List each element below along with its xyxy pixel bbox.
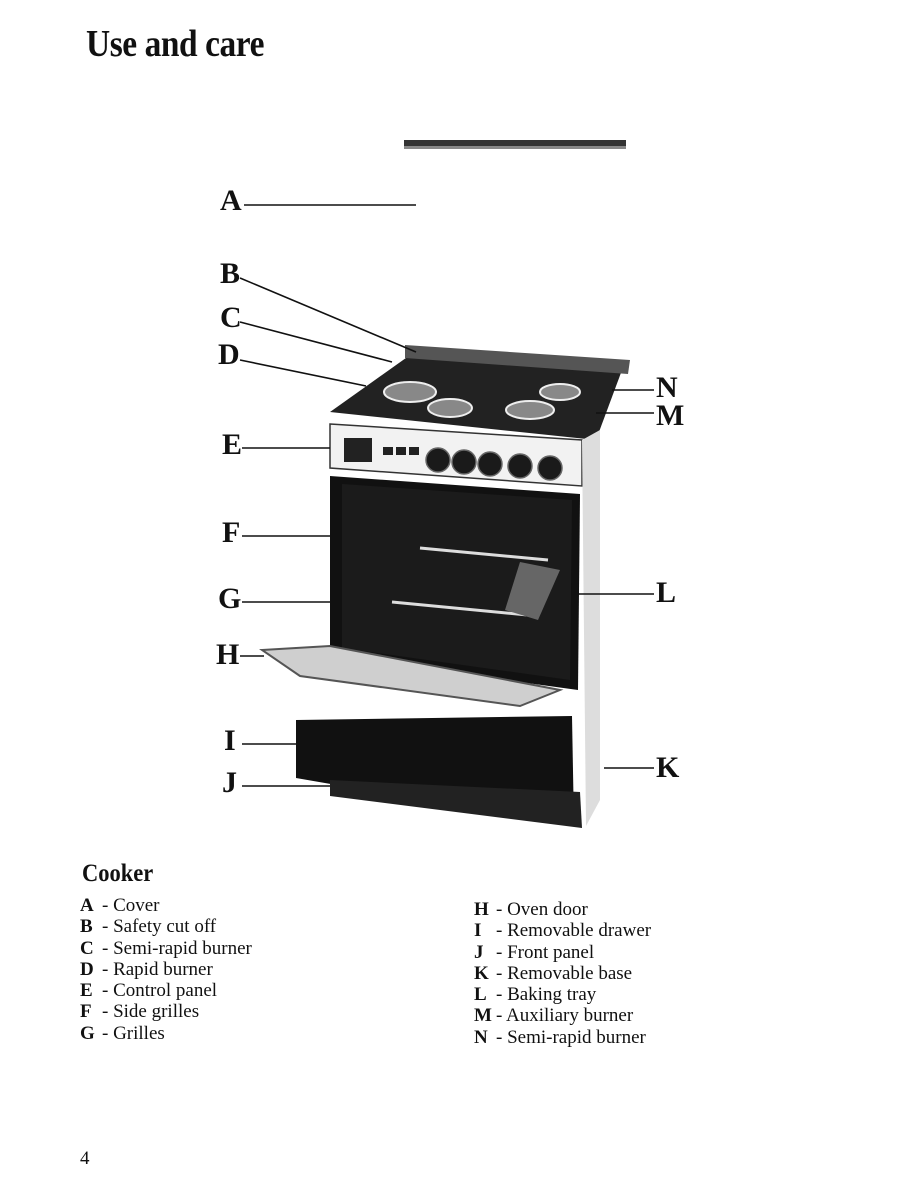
callout-m: M (656, 399, 685, 432)
callout-k: K (656, 751, 680, 784)
legend-item: L- Baking tray (474, 984, 597, 1006)
cooker-illustration (239, 140, 654, 828)
legend-item: D- Rapid burner (80, 958, 213, 980)
legend-item: G- Grilles (80, 1022, 165, 1044)
legend-heading: Cooker (82, 860, 154, 887)
callout-n: N (656, 371, 678, 404)
legend-item: C- Semi-rapid burner (80, 937, 252, 959)
legend-item: K- Removable base (474, 962, 633, 984)
legend-right: H- Oven door I- Removable drawer J- Fron… (474, 899, 651, 1048)
legend-item: J- Front panel (474, 941, 595, 963)
legend-item: F- Side grilles (80, 1001, 200, 1023)
page-number: 4 (80, 1148, 90, 1169)
callout-i: I (224, 724, 236, 757)
callout-d: D (218, 338, 240, 371)
legend-item: E- Control panel (80, 980, 218, 1002)
legend-item: A- Cover (80, 895, 160, 916)
legend-item: M- Auxiliary burner (474, 1005, 634, 1027)
callout-j: J (222, 766, 237, 799)
legend-item: H- Oven door (474, 899, 588, 920)
legend-item: I- Removable drawer (474, 920, 652, 942)
callout-f: F (222, 516, 241, 549)
callout-h: H (216, 638, 240, 671)
page-title: Use and care (86, 23, 265, 65)
callout-a: A (220, 184, 242, 217)
callout-b: B (220, 257, 241, 290)
callout-g: G (218, 582, 242, 615)
callout-e: E (222, 428, 243, 461)
callout-c: C (220, 301, 242, 334)
legend-left: A- Cover B- Safety cut off C- Semi-rapid… (80, 895, 252, 1044)
legend-item: B- Safety cut off (80, 916, 217, 938)
legend-item: N- Semi-rapid burner (474, 1026, 646, 1048)
callout-l: L (656, 576, 677, 609)
